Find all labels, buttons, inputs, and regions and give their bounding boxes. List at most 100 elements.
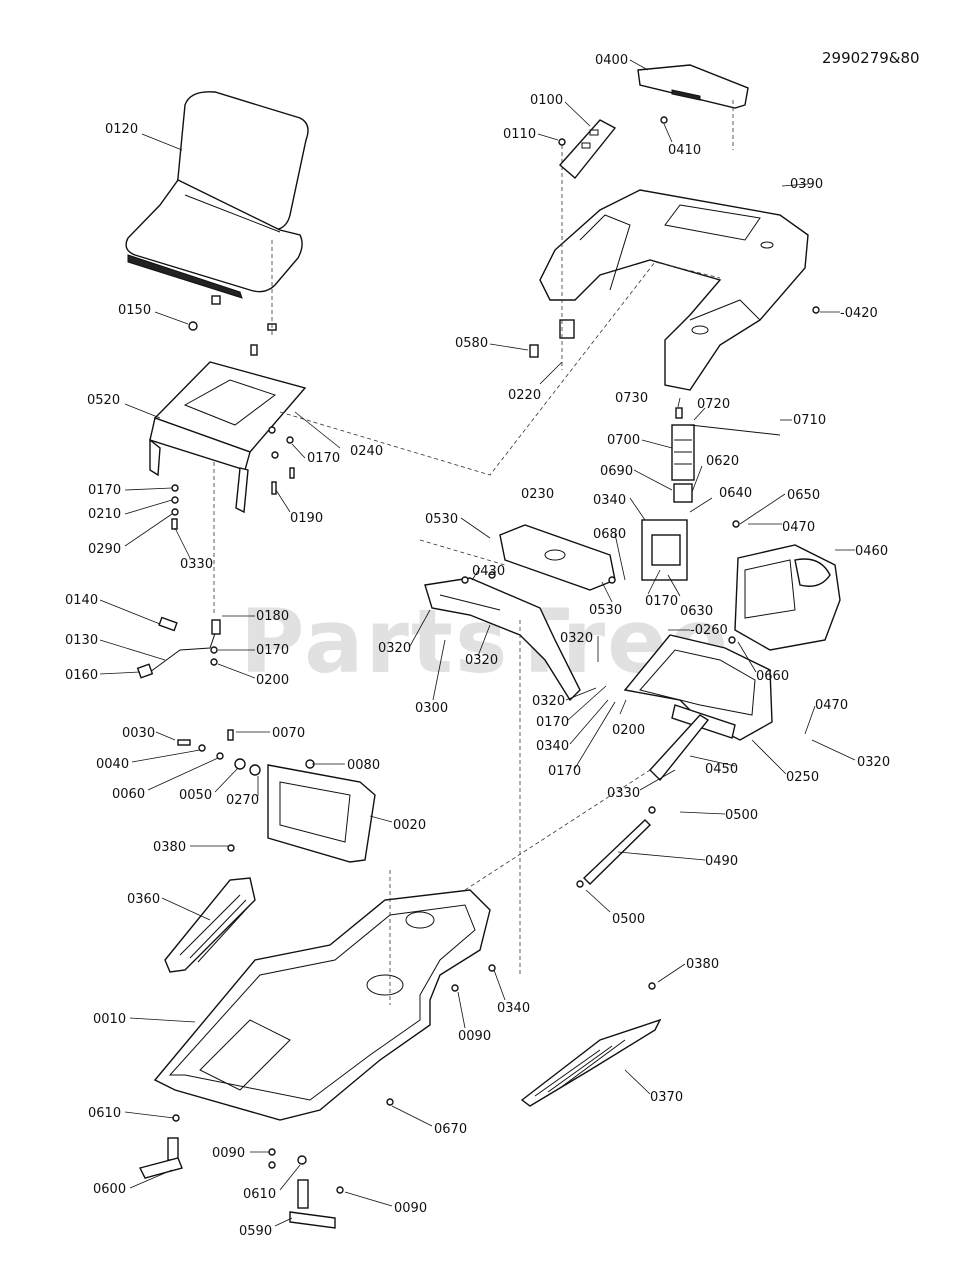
callout-0260: -0260 (690, 623, 728, 638)
callout-0120: 0120 (105, 122, 138, 137)
callout-0630: 0630 (680, 604, 713, 619)
callout-0070: 0070 (272, 726, 305, 741)
callout-0530: 0530 (589, 603, 622, 618)
callout-0610: 0610 (243, 1187, 276, 1202)
bracket-0230 (499, 524, 616, 591)
callout-0050: 0050 (179, 788, 212, 803)
callout-0340: 0340 (497, 1001, 530, 1016)
callout-0710: 0710 (793, 413, 826, 428)
callout-0170: 0170 (256, 643, 289, 658)
callout-0470: 0470 (782, 520, 815, 535)
seat-pan-part (149, 344, 307, 514)
callout-0680: 0680 (593, 527, 626, 542)
callout-0390: 0390 (790, 177, 823, 192)
callout-0220: 0220 (508, 388, 541, 403)
deck-0010 (153, 889, 496, 1121)
callout-0090: 0090 (394, 1201, 427, 1216)
callout-0420: -0420 (840, 306, 878, 321)
callout-0490: 0490 (705, 854, 738, 869)
lower-hardware-group (138, 1114, 344, 1229)
callout-0430: 0430 (472, 564, 505, 579)
callout-0370: 0370 (650, 1090, 683, 1105)
callout-0410: 0410 (668, 143, 701, 158)
callout-0360: 0360 (127, 892, 160, 907)
callout-0320: 0320 (532, 694, 565, 709)
callout-0600: 0600 (93, 1182, 126, 1197)
strap-0450 (649, 714, 710, 782)
callout-0190: 0190 (290, 511, 323, 526)
callout-0320: 0320 (857, 755, 890, 770)
callout-0340: 0340 (536, 739, 569, 754)
callout-0100: 0100 (530, 93, 563, 108)
callout-0160: 0160 (65, 668, 98, 683)
callout-0090: 0090 (212, 1146, 245, 1161)
callout-0610: 0610 (88, 1106, 121, 1121)
callout-0660: 0660 (756, 669, 789, 684)
callout-0640: 0640 (719, 486, 752, 501)
callout-0060: 0060 (112, 787, 145, 802)
callout-0690: 0690 (600, 464, 633, 479)
callout-0140: 0140 (65, 593, 98, 608)
frame-0300 (424, 571, 581, 702)
callout-0150: 0150 (118, 303, 151, 318)
callout-0330: 0330 (607, 786, 640, 801)
callout-0330: 0330 (180, 557, 213, 572)
screw-0420 (812, 306, 820, 314)
callout-0670: 0670 (434, 1122, 467, 1137)
callout-0720: 0720 (697, 397, 730, 412)
callout-0180: 0180 (256, 609, 289, 624)
callout-0090: 0090 (458, 1029, 491, 1044)
fuel-tank-part (728, 520, 841, 651)
callout-0380: 0380 (153, 840, 186, 855)
callout-0200: 0200 (612, 723, 645, 738)
footpad-0360 (164, 844, 256, 973)
callout-0270: 0270 (226, 793, 259, 808)
callout-0020: 0020 (393, 818, 426, 833)
leader-lines (99, 59, 856, 1227)
callout-0290: 0290 (88, 542, 121, 557)
callout-labels: 0120 0150 0520 0240 0170 0170 0210 0190 … (65, 53, 890, 1239)
plate-part (558, 119, 617, 180)
callout-0580: 0580 (455, 336, 488, 351)
callout-0030: 0030 (122, 726, 155, 741)
seat-part (125, 91, 309, 331)
callout-0300: 0300 (415, 701, 448, 716)
callout-0240: 0240 (350, 444, 383, 459)
callout-0530: 0530 (425, 512, 458, 527)
rod-0490 (576, 806, 656, 888)
callout-0320: 0320 (465, 653, 498, 668)
callout-0730: 0730 (615, 391, 648, 406)
body-panel-part (539, 189, 809, 391)
callout-0210: 0210 (88, 507, 121, 522)
callout-0650: 0650 (787, 488, 820, 503)
callout-0170: 0170 (307, 451, 340, 466)
footpad-0370 (520, 982, 662, 1107)
callout-0170: 0170 (536, 715, 569, 730)
callout-0010: 0010 (93, 1012, 126, 1027)
cap-part (637, 64, 749, 124)
callout-0400: 0400 (595, 53, 628, 68)
callout-0110: 0110 (503, 127, 536, 142)
callout-0320: 0320 (378, 641, 411, 656)
callout-0080: 0080 (347, 758, 380, 773)
callout-0470: 0470 (815, 698, 848, 713)
callout-0130: 0130 (65, 633, 98, 648)
callout-0320: 0320 (560, 631, 593, 646)
callout-0170: 0170 (88, 483, 121, 498)
assembly-lines (213, 100, 734, 1005)
callout-0250: 0250 (786, 770, 819, 785)
callout-0620: 0620 (706, 454, 739, 469)
callout-0460: 0460 (855, 544, 888, 559)
hardware-0150 (188, 321, 198, 331)
callout-0500: 0500 (612, 912, 645, 927)
reference-number: 2990279&80 (822, 49, 920, 67)
callout-0700: 0700 (607, 433, 640, 448)
callout-0500: 0500 (725, 808, 758, 823)
callout-0200: 0200 (256, 673, 289, 688)
callout-0170: 0170 (548, 764, 581, 779)
shifter-assembly (641, 407, 781, 581)
seat-hardware-group (171, 426, 295, 530)
callout-0340: 0340 (593, 493, 626, 508)
